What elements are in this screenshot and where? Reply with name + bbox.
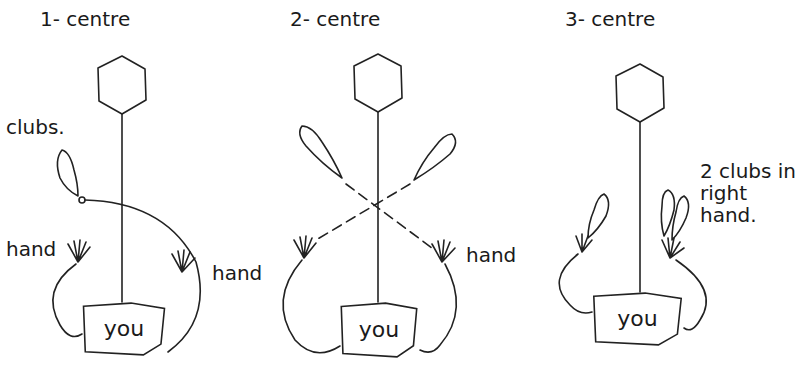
box-outline [341,303,416,357]
hand-loop [559,254,592,313]
panel-title: 1- centre [40,8,130,30]
dashed-throw [346,184,432,248]
dashed-throw [316,184,410,240]
hand-symbol [432,240,455,262]
note-label: 2 clubs in right hand. [700,160,800,226]
hexagon-target [354,54,402,112]
box-outline [84,303,165,355]
hand-loop [53,264,82,337]
club-knob [79,197,85,203]
centre-line [639,122,641,292]
hand-symbol [68,240,90,262]
node-text: you [359,318,399,342]
hand-loop [676,260,706,330]
node-text: you [617,307,657,331]
hand-symbol [172,250,195,272]
you-box: you [338,302,420,358]
panel-title: 2- centre [290,8,380,30]
hexagon-target [98,56,146,114]
club [300,126,342,178]
hand-symbol [662,238,684,258]
hand-symbol [576,234,592,252]
hexagon-target [616,64,664,122]
note-label: hand [6,238,56,260]
hand-loop [420,264,456,352]
club [588,194,609,238]
club [414,134,456,180]
hand-loop [283,260,340,353]
you-box: you [590,292,685,346]
box-outline [594,293,681,345]
you-box: you [80,302,168,356]
panel-title: 3- centre [565,8,655,30]
club [57,150,78,196]
note-label: hand [212,262,262,284]
club [672,196,689,240]
hand-symbol [294,236,316,258]
note-label: clubs. [6,116,65,138]
note-label: hand [466,244,516,266]
node-text: you [104,317,144,341]
centre-line [121,114,123,302]
